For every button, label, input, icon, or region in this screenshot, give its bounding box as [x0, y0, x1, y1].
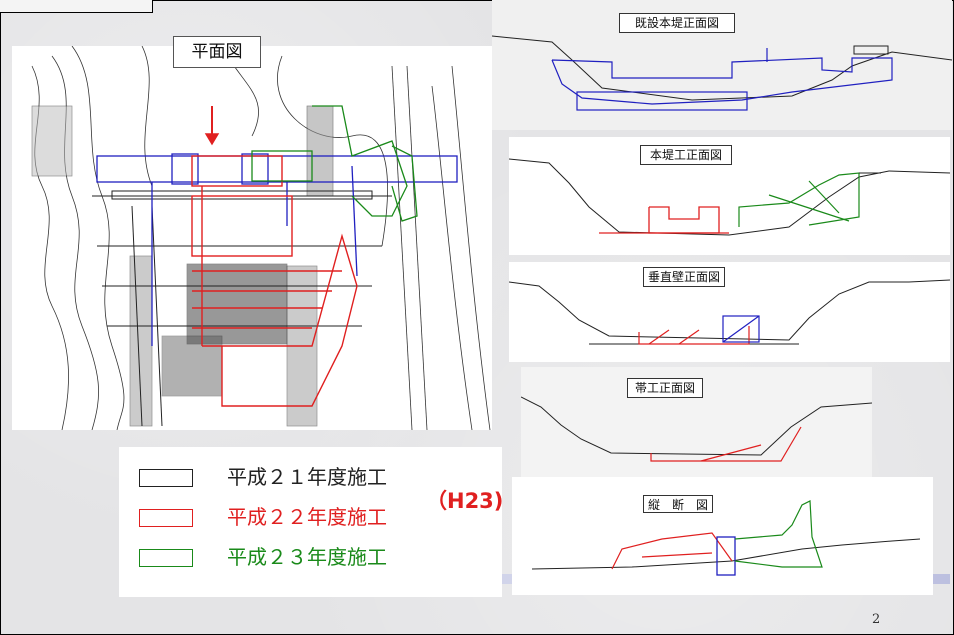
- legend-label: 平成２２年度施工: [227, 505, 387, 529]
- longitudinal-svg: [531, 500, 921, 576]
- section-panel-vertical-wall: 垂直壁正面図: [509, 262, 950, 362]
- section-title: 帯工正面図: [627, 378, 703, 398]
- legend-label: 平成２３年度施工: [227, 545, 387, 569]
- h23-green-structure: [251, 105, 418, 222]
- h21-structure: [92, 190, 392, 427]
- slide-corner-tab: [0, 0, 153, 13]
- plan-view-drawing: [12, 46, 492, 430]
- legend-label: 平成２１年度施工: [227, 465, 387, 489]
- legend: 平成２１年度施工 平成２２年度施工 平成２３年度施工: [119, 447, 502, 597]
- section-panel-longitudinal: 縦 断 図: [512, 477, 933, 595]
- legend-swatch-red: [139, 509, 193, 527]
- section-panel-existing-dam: 既設本堤正面図: [492, 0, 952, 130]
- band-work-svg: [521, 396, 872, 462]
- legend-swatch-black: [139, 469, 193, 487]
- vertical-wall-svg: [509, 279, 950, 345]
- section-panel-band-work: 帯工正面図: [521, 367, 872, 479]
- h23-annotation: （H23): [426, 489, 504, 513]
- main-dam-svg: [509, 158, 950, 236]
- existing-blue-structure: [96, 153, 458, 346]
- section-title: 既設本堤正面図: [619, 13, 735, 33]
- h22-red-structure: [191, 106, 358, 407]
- page-number: 2: [872, 612, 881, 627]
- section-title: 垂直壁正面図: [643, 267, 725, 287]
- section-title: 本堤工正面図: [640, 145, 732, 165]
- plan-view-svg: [31, 46, 491, 430]
- plan-view-title: 平面図: [173, 36, 261, 68]
- section-title: 縦 断 図: [643, 495, 713, 513]
- section-panel-main-dam: 本堤工正面図: [509, 137, 950, 255]
- contour-lines: [31, 46, 491, 430]
- existing-dam-svg: [492, 35, 952, 111]
- legend-swatch-green: [139, 549, 193, 567]
